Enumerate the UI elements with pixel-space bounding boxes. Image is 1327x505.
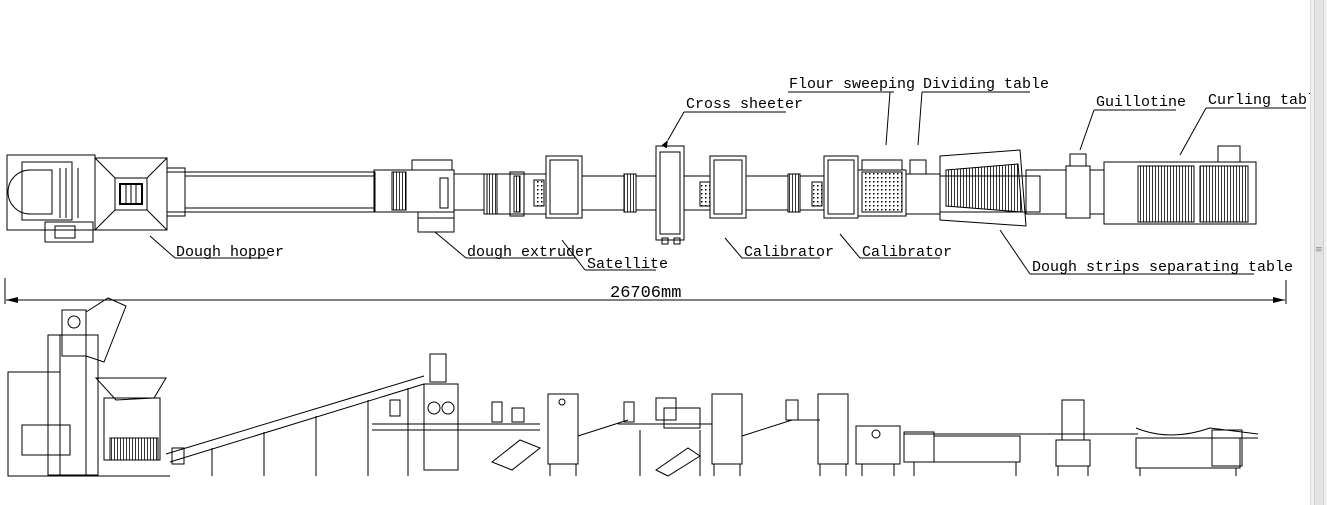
satellite-side — [547, 393, 635, 476]
label-dough-extruder: dough extruder — [467, 244, 593, 261]
satellite-machine — [483, 155, 583, 219]
cross-sheeter-side — [618, 397, 712, 477]
grip-lines-icon: ≡ — [1315, 245, 1323, 255]
scrollbar-thumb[interactable] — [1314, 0, 1324, 505]
label-leaders — [149, 91, 1306, 275]
dough-hopper-machine — [6, 154, 168, 243]
dough-extruder-machine — [373, 159, 485, 233]
calibrator-1-side — [711, 393, 820, 476]
guillotine-side — [1020, 399, 1138, 476]
label-dividing-table: Dividing table — [923, 76, 1049, 93]
curling-table-side — [1135, 427, 1259, 476]
vertical-scrollbar[interactable]: ≡ — [1310, 0, 1327, 505]
hopper-lifter-side — [7, 297, 185, 477]
separating-table-side — [903, 431, 1060, 476]
inclined-conveyor-side — [165, 375, 425, 476]
separating-table-machine — [939, 149, 1041, 227]
label-cross-sheeter: Cross sheeter — [686, 96, 803, 113]
curling-table-machine — [1103, 145, 1257, 225]
label-dough-hopper: Dough hopper — [176, 244, 284, 261]
side-view — [7, 297, 1259, 477]
dimension-line: 26706mm — [4, 278, 1287, 304]
middle-conveyor-1 — [581, 173, 657, 213]
label-guillotine: Guillotine — [1096, 94, 1186, 111]
calibrator-1-machine — [683, 155, 825, 219]
label-calibrator-2: Calibrator — [862, 244, 952, 261]
overall-length-label: 26706mm — [610, 284, 681, 303]
label-calibrator-1: Calibrator — [744, 244, 834, 261]
calibrator-2-side — [817, 393, 901, 476]
calibrator-2-machine — [823, 155, 941, 219]
top-view — [6, 145, 1257, 245]
label-curling-table: Curling table — [1208, 92, 1325, 109]
cross-sheeter-machine — [655, 145, 685, 245]
guillotine-machine — [1025, 153, 1105, 219]
feed-conveyor-top — [166, 167, 376, 217]
label-flour-sweeping: Flour sweeping — [789, 76, 915, 93]
labels: Dough hopper dough extruder Satellite Cr… — [176, 76, 1325, 276]
label-satellite: Satellite — [587, 256, 668, 273]
extruder-side — [372, 353, 541, 471]
label-dough-strips-separating-table: Dough strips separating table — [1032, 259, 1293, 276]
